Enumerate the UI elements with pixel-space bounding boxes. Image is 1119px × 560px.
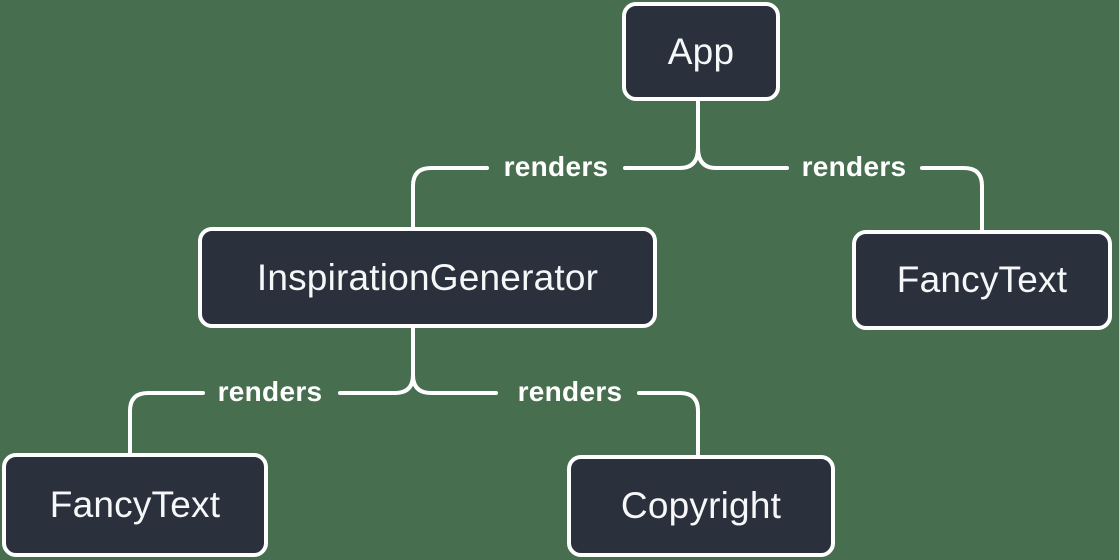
edge-app-right-flare — [696, 146, 789, 170]
edge-label-app-fancytext: renders — [801, 151, 907, 182]
node-fancytext-bottom-left-label: FancyText — [49, 484, 221, 525]
node-inspiration-generator: InspirationGenerator — [198, 227, 657, 328]
node-app-label: App — [667, 30, 735, 72]
node-app: App — [622, 2, 780, 101]
edge-app-left-flare — [623, 146, 700, 170]
edge-to-fancytext-bottomleft — [128, 391, 205, 455]
node-copyright-label: Copyright — [620, 485, 782, 526]
edge-to-fancytext-right — [920, 166, 984, 232]
edge-inspiration-left-flare — [338, 373, 415, 395]
edge-label-app-inspiration: renders — [503, 151, 609, 182]
node-inspiration-generator-label: InspirationGenerator — [256, 256, 599, 298]
node-fancytext-right: FancyText — [852, 230, 1112, 330]
edge-inspiration-right-flare — [411, 373, 498, 395]
edge-to-copyright — [637, 391, 700, 457]
node-fancytext-right-label: FancyText — [896, 259, 1068, 300]
edge-label-inspiration-fancytext: renders — [217, 376, 323, 407]
node-fancytext-bottom-left: FancyText — [2, 453, 268, 557]
edge-label-inspiration-copyright: renders — [517, 376, 623, 407]
node-copyright: Copyright — [567, 455, 835, 557]
edge-to-inspiration — [411, 166, 489, 229]
